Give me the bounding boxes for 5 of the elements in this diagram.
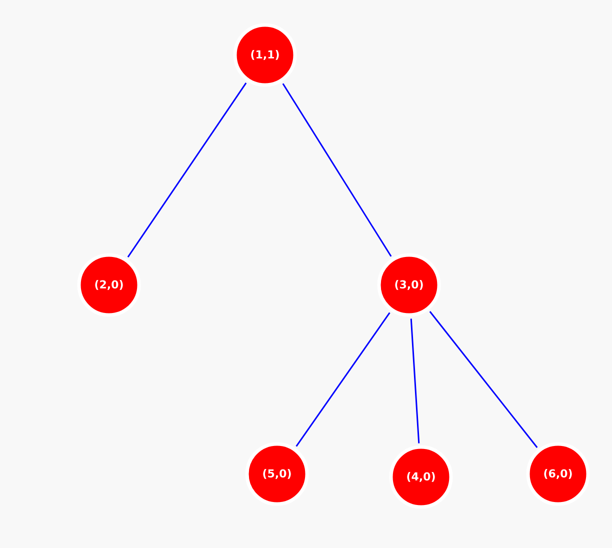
connector-line	[282, 83, 392, 257]
connector-line	[410, 318, 420, 444]
connector-line	[429, 311, 538, 448]
connector-line	[296, 312, 390, 447]
connector-line	[127, 82, 247, 258]
